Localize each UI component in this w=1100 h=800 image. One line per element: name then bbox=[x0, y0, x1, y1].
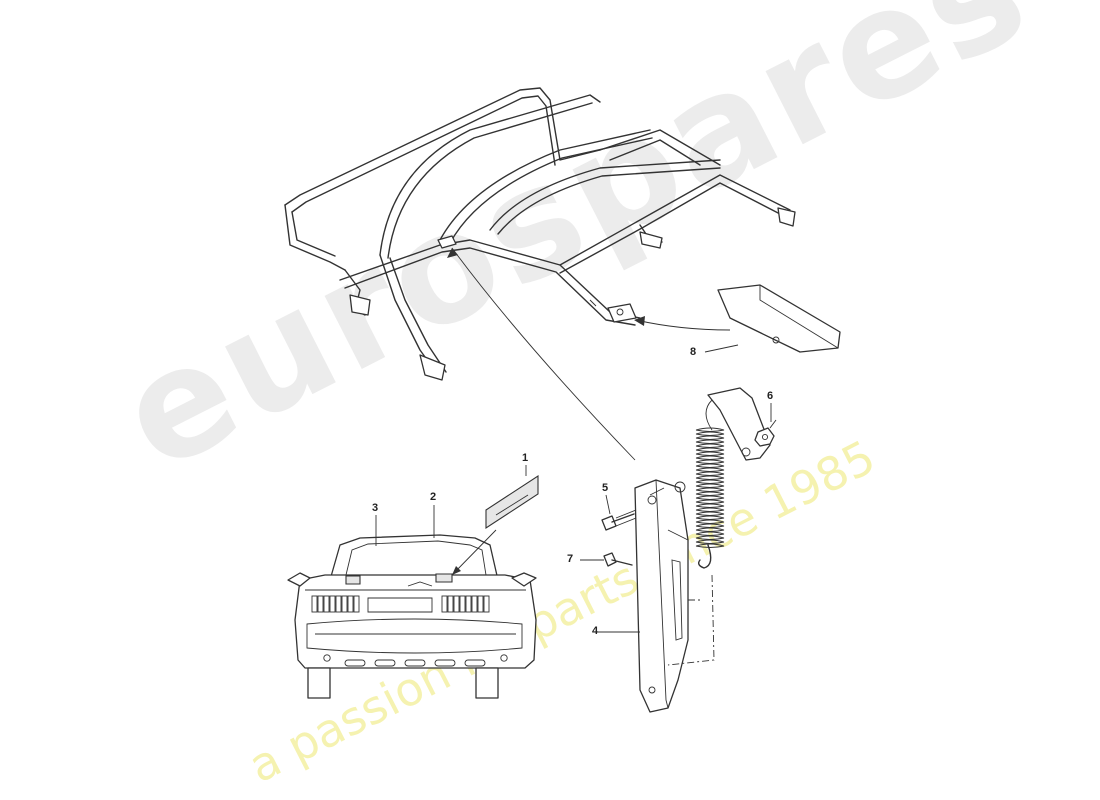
leader-arrow-plate bbox=[635, 319, 731, 331]
spring-coil-turn bbox=[695, 483, 725, 488]
spring-coil-turn bbox=[695, 487, 725, 492]
spring-coil-turn bbox=[695, 523, 725, 528]
bolt-5-drawing bbox=[601, 494, 637, 531]
screw-7-drawing bbox=[580, 552, 633, 567]
callout-8: 8 bbox=[690, 346, 697, 358]
car-rear-view-drawing bbox=[287, 534, 537, 699]
tail-light-segment bbox=[441, 595, 448, 613]
callout-6: 6 bbox=[767, 390, 774, 402]
spring-coil-turn bbox=[695, 431, 725, 436]
spring-coil-turn bbox=[695, 443, 725, 448]
spring-coil-turn bbox=[695, 503, 725, 508]
spring-coil-turn bbox=[695, 475, 725, 480]
sticker-label-drawing bbox=[451, 465, 539, 576]
spring-coil-turn bbox=[695, 451, 725, 456]
spring-coil-turn bbox=[695, 535, 725, 540]
bumper-slot bbox=[344, 659, 366, 667]
spring-coil-turn bbox=[695, 463, 725, 468]
spring-coil-turn bbox=[695, 459, 725, 464]
spring-coil-turn bbox=[695, 507, 725, 512]
tail-light-segment bbox=[471, 595, 478, 613]
spring-coil-turn bbox=[695, 499, 725, 504]
spring-coil-turn bbox=[695, 543, 725, 548]
leader-arrow-frame bbox=[451, 247, 636, 461]
callout-2: 2 bbox=[430, 491, 437, 503]
spring-coil-turn bbox=[695, 511, 725, 516]
tail-light-segment bbox=[483, 595, 490, 613]
spring-coil-turn bbox=[695, 455, 725, 460]
spring-coil-turn bbox=[695, 479, 725, 484]
callout-4: 4 bbox=[592, 625, 599, 637]
tail-light-segment bbox=[347, 595, 354, 613]
spring-coil-turn bbox=[695, 519, 725, 524]
tail-light-segment bbox=[465, 595, 472, 613]
tail-light-segment bbox=[459, 595, 466, 613]
spring-coil-turn bbox=[695, 447, 725, 452]
tail-light-segment bbox=[341, 595, 348, 613]
hood-frame-drawing bbox=[284, 87, 796, 381]
cover-plate-drawing bbox=[717, 284, 841, 353]
tail-light-segment bbox=[477, 595, 484, 613]
spring-coil-turn bbox=[695, 435, 725, 440]
spring-coil-turn bbox=[695, 531, 725, 536]
spring-coil-turn bbox=[695, 439, 725, 444]
bumper-slot bbox=[374, 659, 396, 667]
mounting-bracket-drawing bbox=[598, 479, 715, 713]
spring-coil-turn bbox=[695, 467, 725, 472]
tail-light-segment bbox=[353, 595, 360, 613]
spring-coil-turn bbox=[695, 427, 725, 432]
callout-1: 1 bbox=[522, 452, 529, 464]
tail-light-segment bbox=[453, 595, 460, 613]
tension-spring-drawing bbox=[695, 387, 777, 569]
spring-coil-turn bbox=[695, 539, 725, 544]
bumper-slot bbox=[434, 659, 456, 667]
tail-light-segment bbox=[447, 595, 454, 613]
tail-light-segment bbox=[317, 595, 324, 613]
callout-7: 7 bbox=[567, 553, 574, 565]
leader-8 bbox=[704, 344, 739, 353]
bumper-slot bbox=[464, 659, 486, 667]
bumper-slot bbox=[404, 659, 426, 667]
callout-3: 3 bbox=[372, 502, 379, 514]
spring-coil-turn bbox=[695, 527, 725, 532]
spring-coil-turn bbox=[695, 471, 725, 476]
callout-5: 5 bbox=[602, 482, 609, 494]
spring-coil-turn bbox=[695, 515, 725, 520]
tail-light-segment bbox=[323, 595, 330, 613]
spring-coil-turn bbox=[695, 495, 725, 500]
tail-light-segment bbox=[329, 595, 336, 613]
spring-coil-turn bbox=[695, 491, 725, 496]
tail-light-segment bbox=[311, 595, 318, 613]
tail-light-segment bbox=[335, 595, 342, 613]
